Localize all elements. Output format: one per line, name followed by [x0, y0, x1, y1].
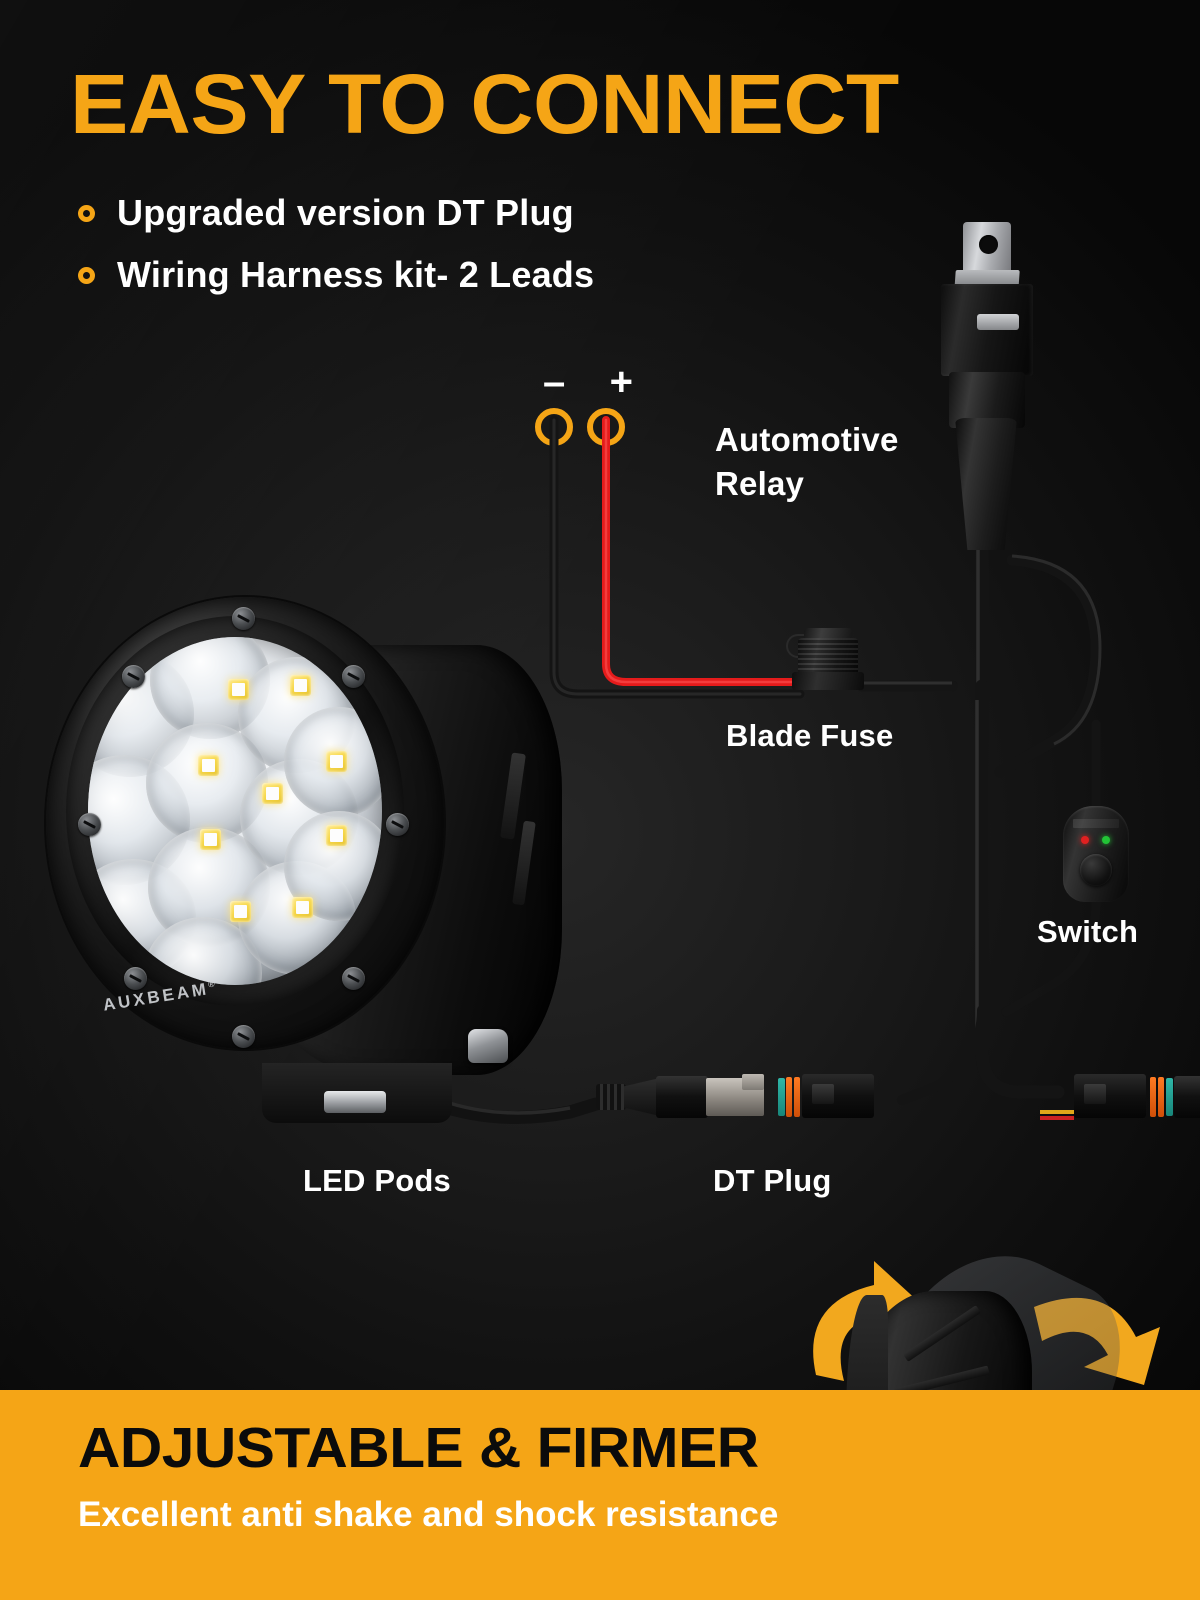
relay-mount-hole: [979, 235, 998, 254]
relay-clip: [977, 314, 1019, 330]
bezel-screw: [232, 607, 255, 630]
led-chip: [228, 679, 249, 700]
pod-mount-foot: [324, 1091, 386, 1113]
bezel-screw: [78, 813, 101, 836]
switch-legend-text: [1073, 819, 1119, 828]
page-title: EASY TO CONNECT: [70, 57, 899, 151]
dt-grey-notch: [742, 1074, 764, 1090]
dt-shell-rib: [1084, 1084, 1106, 1104]
banner-title: ADJUSTABLE & FIRMER: [78, 1416, 759, 1480]
dt-teal-seal: [1166, 1078, 1173, 1116]
bullet-label: Wiring Harness kit- 2 Leads: [117, 254, 595, 295]
led-chip: [326, 751, 347, 772]
pod-adjust-knob[interactable]: [468, 1029, 508, 1063]
dt-teal-seal: [778, 1078, 785, 1116]
relay-label-line1: Automotive: [715, 421, 899, 458]
banner-subtitle: Excellent anti shake and shock resistanc…: [78, 1495, 779, 1534]
bottom-banner: [0, 1390, 1200, 1600]
bezel-screw: [386, 813, 409, 836]
rocker-switch[interactable]: [1063, 806, 1129, 902]
led-pod-light: AUXBEAM®: [36, 585, 562, 1155]
bezel-screw: [342, 665, 365, 688]
dt-shell-rib: [812, 1084, 834, 1104]
fuse-cap-tether: [786, 634, 806, 658]
tilt-arrow-left-icon: [813, 1261, 920, 1381]
led-chip: [200, 829, 221, 850]
brand-trademark: ®: [207, 978, 219, 990]
relay-label-line2: Relay: [715, 464, 805, 502]
dt-strain-relief: [596, 1084, 626, 1110]
dt-orange-seal: [794, 1077, 800, 1117]
led-chip: [292, 897, 313, 918]
dt-black-shell: [656, 1076, 708, 1118]
list-item: Wiring Harness kit- 2 Leads: [78, 244, 594, 306]
positive-terminal-icon: [587, 408, 625, 446]
dt-plug-label: DT Plug: [713, 1163, 832, 1198]
switch-label: Switch: [1037, 914, 1139, 949]
led-chip: [290, 675, 311, 696]
bezel-screw: [122, 665, 145, 688]
bezel-screw: [232, 1025, 255, 1048]
terminal-signs: – +: [535, 360, 641, 404]
dt-cone: [624, 1078, 660, 1116]
dt-orange-seal: [786, 1077, 792, 1117]
battery-terminals: – +: [535, 360, 641, 446]
relay-label: Automotive Relay: [715, 418, 899, 506]
pod-lens: [88, 637, 382, 985]
tilt-arrows: [813, 1261, 1160, 1385]
positive-sign: +: [609, 360, 633, 404]
bezel-screw: [342, 967, 365, 990]
led-chip: [230, 901, 251, 922]
dt-plug-connector: [1066, 1072, 1200, 1124]
dt-black-shell: [1174, 1076, 1200, 1118]
negative-terminal-icon: [535, 408, 573, 446]
negative-sign: –: [543, 360, 566, 404]
bullet-label: Upgraded version DT Plug: [117, 192, 574, 233]
led-chip: [262, 783, 283, 804]
blade-fuse: [786, 628, 866, 692]
red-indicator-led-icon: [1081, 836, 1089, 844]
bezel-screw: [124, 967, 147, 990]
switch-button[interactable]: [1080, 854, 1112, 886]
relay-cable-boot: [955, 418, 1017, 550]
led-pods-label: LED Pods: [303, 1163, 452, 1198]
dt-plug-connector: [596, 1072, 874, 1124]
dt-orange-seal: [1150, 1077, 1156, 1117]
ring-bullet-icon: [78, 204, 95, 222]
led-chip: [326, 825, 347, 846]
blade-fuse-label: Blade Fuse: [726, 718, 894, 753]
feature-bullet-list: Upgraded version DT Plug Wiring Harness …: [78, 182, 594, 306]
dt-orange-seal: [1158, 1077, 1164, 1117]
terminal-posts: [535, 408, 641, 446]
switch-indicators: [1081, 836, 1110, 844]
list-item: Upgraded version DT Plug: [78, 182, 594, 244]
relay-mount-tab: [963, 222, 1011, 274]
ring-bullet-icon: [78, 266, 95, 284]
led-chip: [198, 755, 219, 776]
fuse-base: [792, 672, 864, 690]
tilt-arrow-right-icon: [1034, 1297, 1160, 1385]
green-indicator-led-icon: [1102, 836, 1110, 844]
automotive-relay: [933, 222, 1039, 582]
relay-body: [941, 284, 1033, 376]
